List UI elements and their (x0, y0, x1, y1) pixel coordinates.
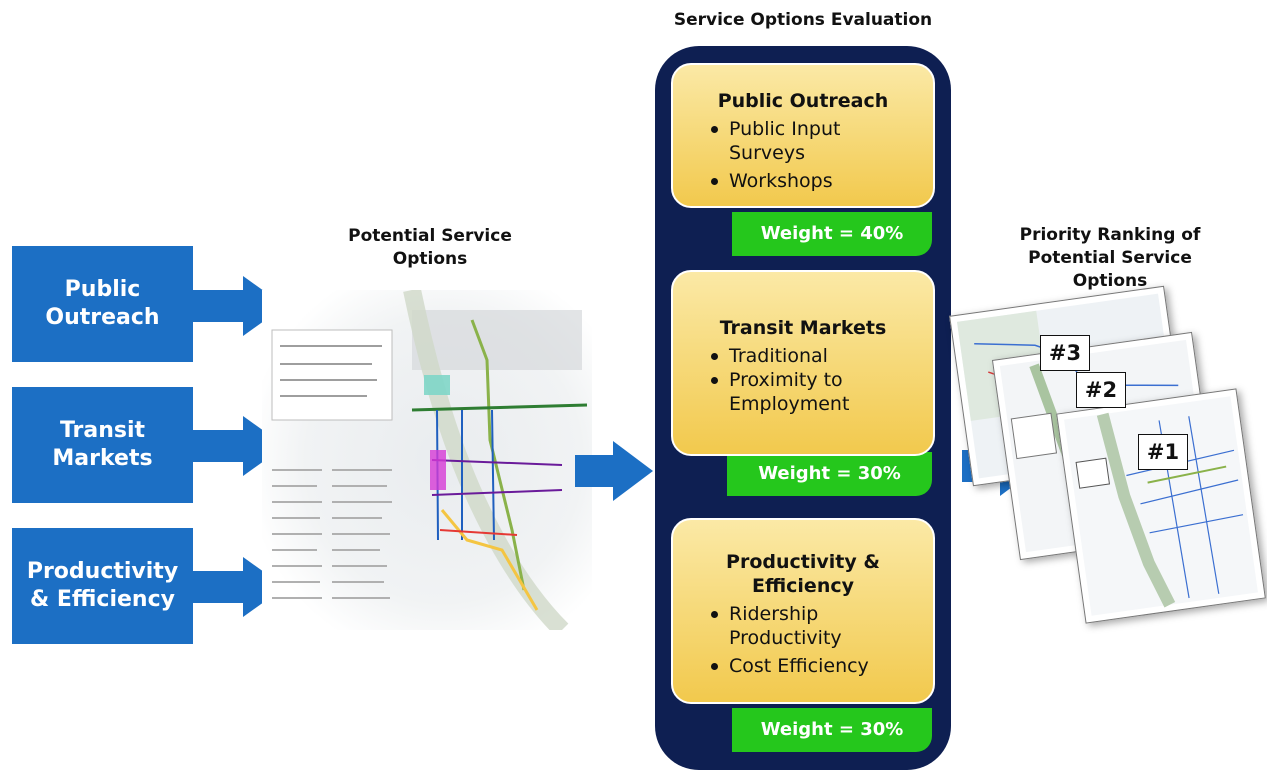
map-thumbnail (1064, 396, 1258, 616)
criterion-bullet: Cost Efficiency (709, 654, 933, 678)
criterion-bullet: Proximity to Employment (709, 368, 933, 416)
ranked-map-sheet (1056, 388, 1266, 624)
rank-label-2: #2 (1076, 372, 1126, 408)
input-transit-markets: Transit Markets (12, 387, 193, 503)
rank-label-1: #1 (1138, 434, 1188, 470)
criterion-card-public-outreach: Public Outreach Public Input Surveys Wor… (671, 63, 935, 208)
arrow-right-icon (575, 441, 653, 501)
criterion-bullet: Traditional (709, 344, 933, 368)
weight-badge-public-outreach: Weight = 40% (732, 212, 932, 256)
service-options-map (262, 290, 592, 630)
input-public-outreach: Public Outreach (12, 246, 193, 362)
criterion-bullet: Public Input Surveys (709, 117, 933, 165)
criterion-card-transit-markets: Transit Markets Traditional Proximity to… (671, 270, 935, 456)
priority-ranking-heading: Priority Ranking of Potential Service Op… (1019, 225, 1201, 291)
criterion-title: Transit Markets (719, 317, 887, 339)
criterion-bullets: Ridership Productivity Cost Efficiency (673, 602, 933, 678)
potential-options-heading: Potential Service Options (348, 226, 512, 269)
input-productivity-efficiency: Productivity & Efficiency (12, 528, 193, 644)
criterion-bullet: Ridership Productivity (709, 602, 933, 650)
rank-label-3: #3 (1040, 335, 1090, 371)
criterion-bullets: Public Input Surveys Workshops (673, 117, 933, 193)
criterion-card-productivity-efficiency: Productivity & Efficiency Ridership Prod… (671, 518, 935, 704)
evaluation-heading: Service Options Evaluation (673, 10, 933, 30)
weight-badge-productivity-efficiency: Weight = 30% (732, 708, 932, 752)
criterion-bullets: Traditional Proximity to Employment (673, 344, 933, 416)
criterion-title: Public Outreach (717, 90, 889, 112)
criterion-title: Productivity & Efficiency (726, 551, 880, 597)
weight-badge-transit-markets: Weight = 30% (727, 452, 932, 496)
criterion-bullet: Workshops (709, 169, 933, 193)
